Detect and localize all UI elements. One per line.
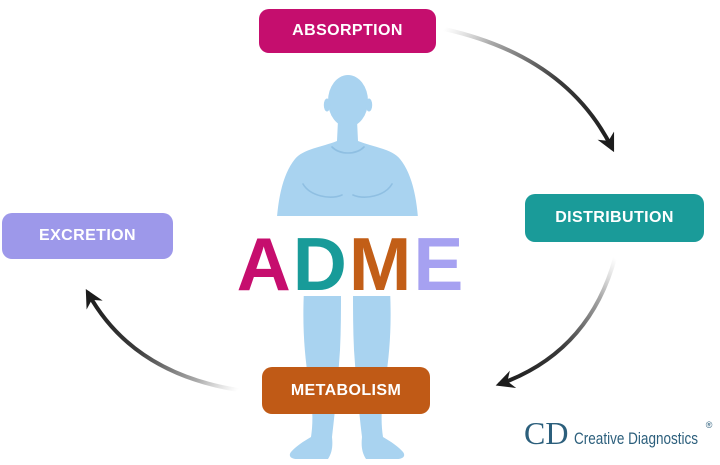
registered-trademark-icon: ® [705,420,713,430]
body-head [328,75,368,127]
adme-letter-a: A [236,222,291,306]
arrow-absorption-to-distribution [442,27,615,153]
stage-label-absorption-text: ABSORPTION [292,22,403,39]
adme-letter-e: E [413,222,464,306]
stage-label-excretion: EXCRETION [2,213,173,259]
logo-monogram: CD [524,415,569,451]
stage-label-distribution-text: DISTRIBUTION [555,209,674,226]
stage-label-metabolism-text: METABOLISM [290,381,402,399]
stage-label-excretion-text: EXCRETION [39,227,136,244]
stage-label-distribution: DISTRIBUTION [525,194,704,242]
arrow-metabolism-to-excretion [85,288,240,392]
adme-backdrop [230,216,470,296]
body-ear-left [323,98,331,112]
body-ear-right [365,98,373,112]
logo-name: Creative Diagnostics [574,430,699,448]
adme-headline: ADME [233,227,467,302]
adme-letter-m: M [348,222,412,306]
adme-letter-d: D [292,222,347,306]
body-detail-lines [302,146,393,198]
stage-label-absorption: ABSORPTION [259,9,436,53]
arrow-distribution-to-metabolism [495,256,617,388]
stage-label-metabolism: METABOLISM [262,367,430,414]
creative-diagnostics-logo: CD Creative Diagnostics ® [524,417,720,449]
